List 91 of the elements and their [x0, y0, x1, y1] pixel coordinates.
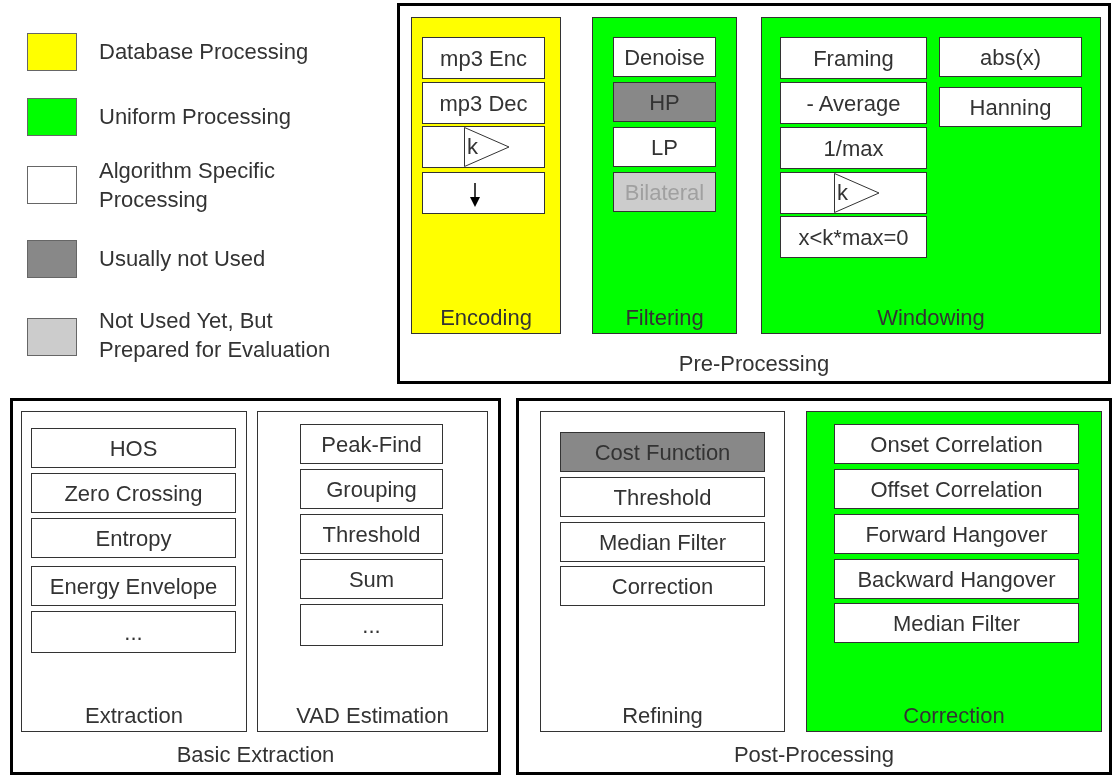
group-label: VAD Estimation [295, 702, 450, 730]
step-label: ... [124, 618, 143, 647]
stage-panel [10, 398, 501, 775]
process-box [300, 514, 443, 554]
process-box [422, 82, 545, 124]
process-box [422, 37, 545, 79]
stage-panel [516, 398, 1112, 775]
process-box [300, 559, 443, 599]
group-label: Refining [621, 702, 704, 730]
step-label: HP [649, 88, 680, 117]
step-label: x<k*max=0 [798, 223, 909, 252]
step-label: Cost Function [594, 438, 731, 467]
step-label: Peak-Find [321, 430, 422, 459]
step-label: ... [362, 611, 381, 640]
legend-label: Uniform Processing [99, 103, 292, 131]
step-label: Zero Crossing [64, 479, 203, 508]
process-box [560, 477, 765, 517]
step-label: Forward Hangover [865, 520, 1048, 549]
group-label: Windowing [876, 304, 986, 332]
group-label: Post-Processing [732, 741, 896, 769]
step-label: Framing [813, 44, 894, 73]
group-box [411, 17, 561, 334]
process-box [834, 559, 1079, 599]
step-label: 1/max [823, 134, 884, 163]
process-box [560, 522, 765, 562]
process-box [780, 37, 927, 79]
step-label: Threshold [322, 520, 421, 549]
process-box [834, 424, 1079, 464]
process-box [613, 37, 716, 77]
group-box [761, 17, 1101, 334]
group-label: Encoding [439, 304, 533, 332]
legend-label: Usually not Used [99, 245, 267, 273]
step-label: Sum [348, 565, 395, 594]
step-label: Median Filter [892, 609, 1021, 638]
step-label: HOS [109, 434, 158, 463]
group-label: Filtering [624, 304, 705, 332]
step-label: Correction [611, 572, 714, 601]
process-box [300, 604, 443, 646]
legend-label: Database Processing [99, 38, 310, 66]
process-box [422, 126, 545, 168]
process-box [834, 514, 1079, 554]
process-box [613, 82, 716, 122]
group-box [592, 17, 737, 334]
legend-label: Not Used Yet, But Prepared for Evaluation [99, 307, 332, 364]
process-box [780, 216, 927, 258]
step-label: Offset Correlation [870, 475, 1043, 504]
step-label: k [837, 179, 848, 207]
group-label: Extraction [84, 702, 184, 730]
process-box [780, 172, 927, 214]
process-box [780, 82, 927, 124]
process-box [939, 37, 1082, 77]
group-box [806, 411, 1102, 732]
process-box [939, 87, 1082, 127]
step-label: LP [651, 133, 678, 162]
step-label: Grouping [326, 475, 417, 504]
step-label: mp3 Dec [439, 89, 528, 118]
step-label: - Average [806, 89, 901, 118]
process-box [834, 603, 1079, 643]
group-box [257, 411, 488, 732]
step-label: Entropy [95, 524, 172, 553]
process-box [31, 566, 236, 606]
process-box [31, 611, 236, 653]
step-label: k [467, 133, 478, 161]
process-box [780, 127, 927, 169]
process-box [31, 473, 236, 513]
process-box [613, 127, 716, 167]
process-box [613, 172, 716, 212]
step-label: Hanning [969, 93, 1052, 122]
group-label: Pre-Processing [677, 350, 831, 378]
group-label: Correction [902, 702, 1006, 730]
group-box [21, 411, 247, 732]
stage-panel [397, 3, 1111, 384]
step-label: Threshold [613, 483, 712, 512]
step-label: Energy Envelope [49, 572, 218, 601]
group-label: Basic Extraction [175, 741, 336, 769]
step-label: Median Filter [598, 528, 727, 557]
process-box [834, 469, 1079, 509]
step-label: mp3 Enc [440, 44, 527, 73]
process-box [31, 518, 236, 558]
step-label: abs(x) [979, 43, 1042, 72]
legend-label: Algorithm Specific Processing [99, 157, 277, 214]
process-box [422, 172, 545, 214]
process-box [560, 566, 765, 606]
step-label: Denoise [624, 43, 705, 72]
process-box [300, 469, 443, 509]
process-box [300, 424, 443, 464]
process-box [560, 432, 765, 472]
step-label: Onset Correlation [870, 430, 1043, 459]
group-box [540, 411, 785, 732]
step-label: Backward Hangover [857, 565, 1056, 594]
process-box [31, 428, 236, 468]
